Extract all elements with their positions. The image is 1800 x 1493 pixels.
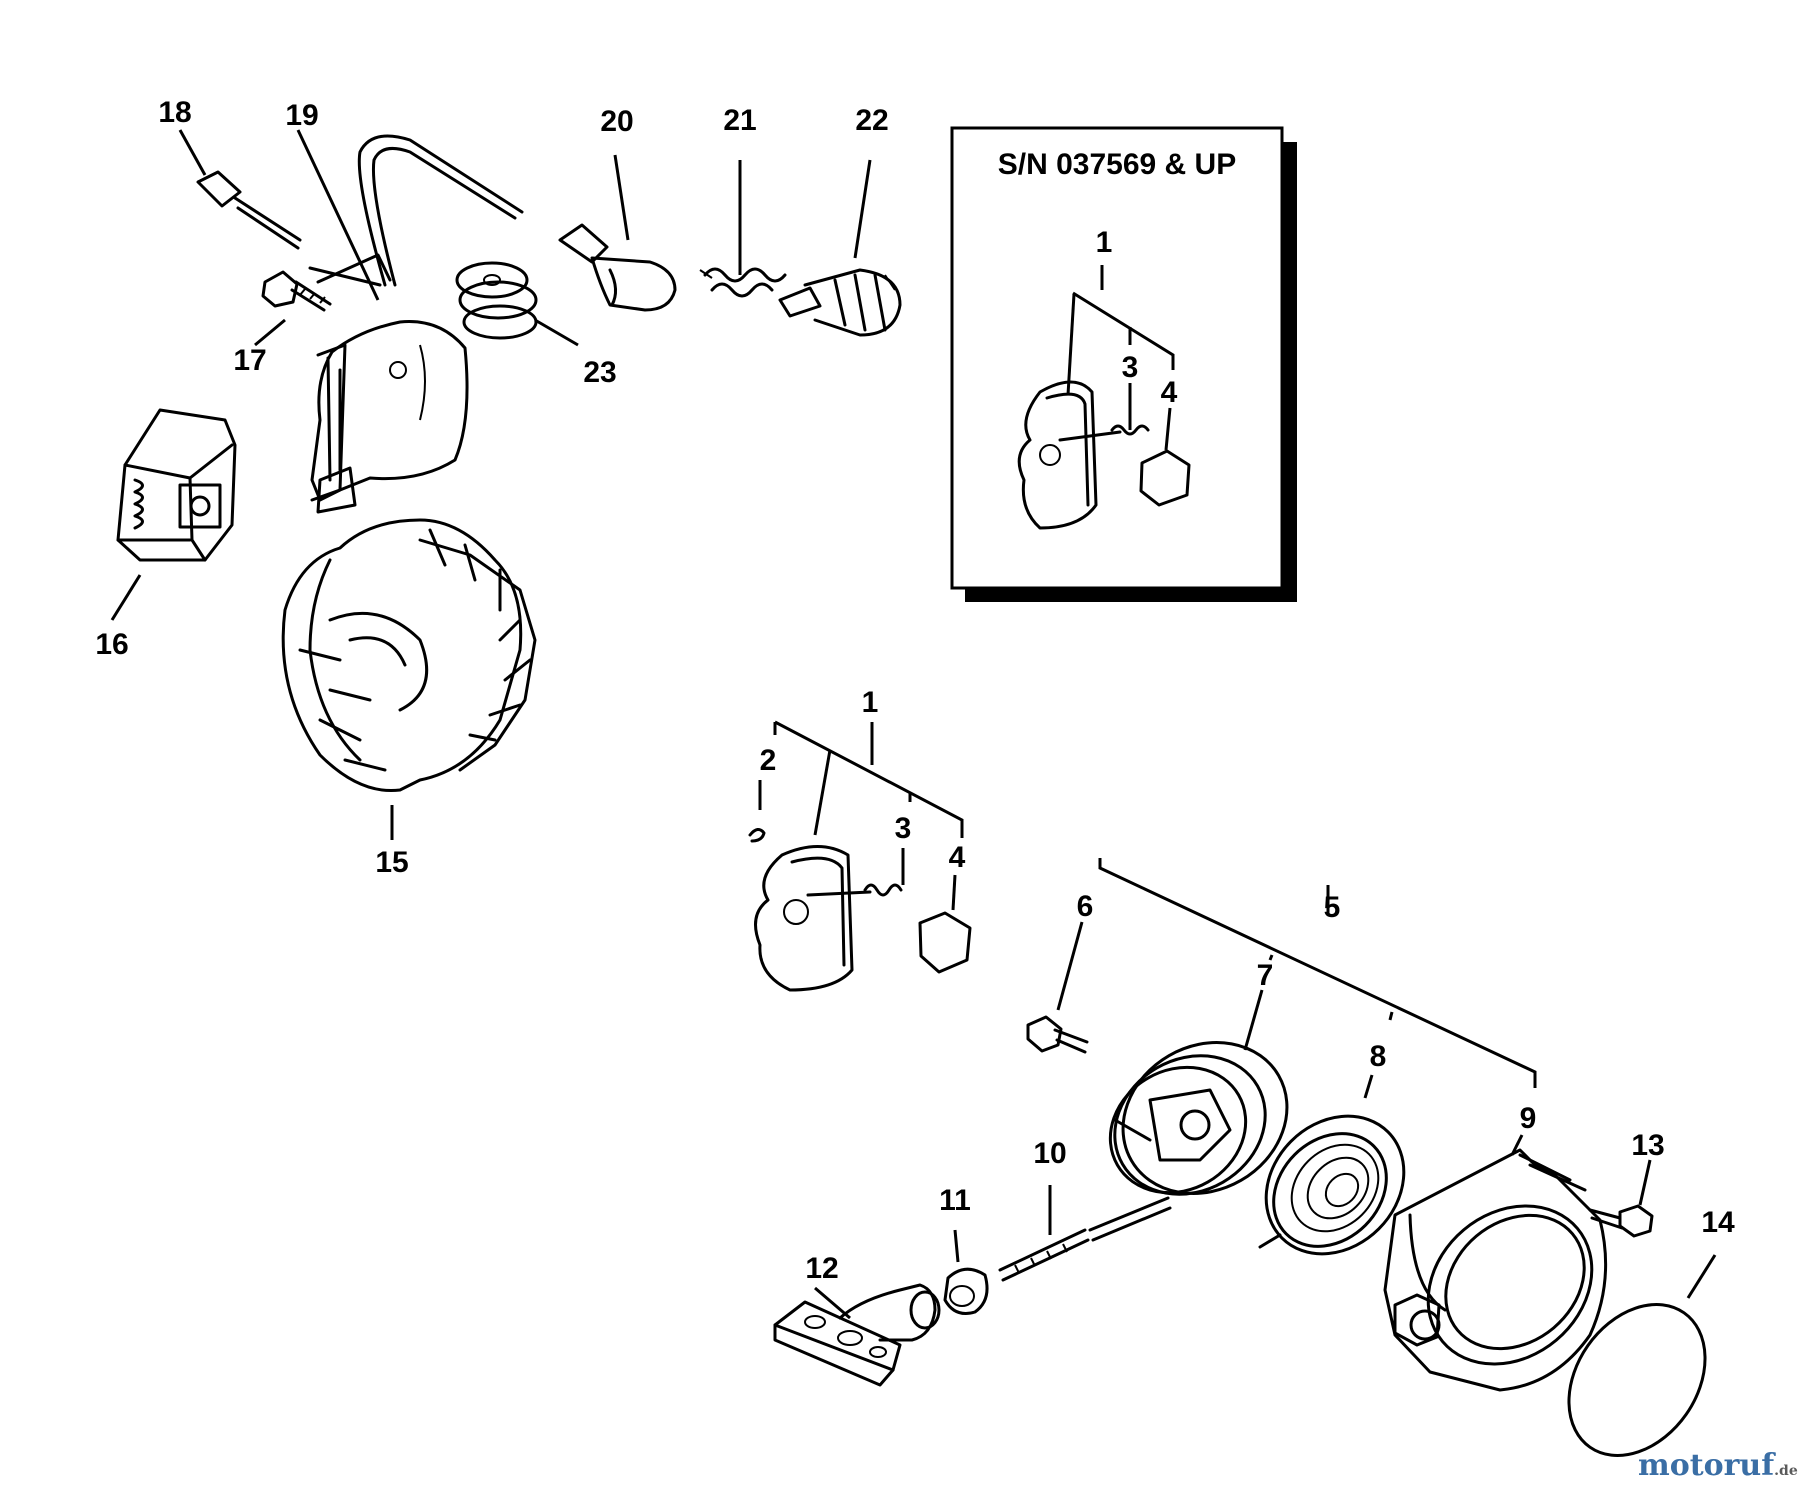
screw-13 [1588, 1159, 1654, 1238]
spark-plug-boot-18 [178, 129, 302, 250]
label-11: 11 [939, 1184, 971, 1217]
label-21: 21 [723, 104, 756, 137]
watermark-suffix: .de [1774, 1463, 1798, 1479]
label-3-inset: 3 [1122, 351, 1139, 384]
label-23: 23 [583, 356, 616, 389]
label-20: 20 [600, 105, 633, 138]
inset-panel: S/N 037569 & UP 1 3 4 [950, 126, 1297, 602]
label-15: 15 [375, 846, 408, 879]
ignition-coil-19 [296, 129, 524, 514]
o-ring-14 [1567, 1254, 1717, 1457]
label-1: 1 [862, 686, 879, 719]
site-watermark: motoruf.de [1638, 1448, 1798, 1483]
label-14: 14 [1701, 1206, 1735, 1239]
label-12: 12 [805, 1252, 838, 1285]
label-5: 5 [1324, 891, 1341, 924]
label-4-inset: 4 [1161, 376, 1178, 409]
label-22: 22 [855, 104, 888, 137]
svg-text:motoruf.de: motoruf.de [1638, 1448, 1798, 1483]
starter-rope-10 [998, 1185, 1172, 1282]
label-18: 18 [158, 96, 191, 129]
spark-plug-22 [778, 159, 902, 337]
inset-title: S/N 037569 & UP [998, 148, 1236, 181]
label-16: 16 [95, 628, 128, 661]
label-7: 7 [1257, 959, 1274, 992]
label-1-inset: 1 [1096, 226, 1113, 259]
label-19: 19 [285, 99, 318, 132]
rope-bushing-11 [943, 1229, 989, 1315]
label-13: 13 [1631, 1129, 1664, 1162]
watermark-text: motoruf [1638, 1448, 1776, 1483]
label-2: 2 [760, 744, 777, 777]
clutch-group-1-4 [748, 720, 972, 992]
grommet-23 [455, 261, 579, 347]
screw-6 [1026, 921, 1089, 1054]
recoil-spring-8 [1258, 1074, 1406, 1256]
starter-handle-12 [773, 1283, 941, 1387]
starter-housing-9 [1383, 1134, 1608, 1392]
clutch-assembly-16 [110, 408, 237, 621]
label-8: 8 [1370, 1040, 1387, 1073]
pulley-7 [1108, 989, 1289, 1196]
screw-17 [254, 270, 332, 347]
clutch-shoe-inset [1017, 380, 1191, 530]
spring-21 [699, 160, 787, 298]
label-3: 3 [895, 812, 912, 845]
label-17: 17 [233, 344, 266, 377]
spark-plug-cap-20 [558, 154, 677, 312]
label-6: 6 [1077, 890, 1094, 923]
flywheel-15 [281, 518, 537, 840]
label-9: 9 [1520, 1102, 1537, 1135]
label-10: 10 [1033, 1137, 1066, 1170]
label-4: 4 [949, 841, 966, 874]
starter-bracket-5 [1098, 858, 1537, 1088]
